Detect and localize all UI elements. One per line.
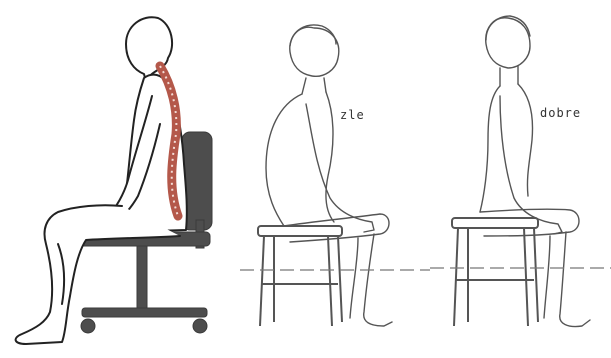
- upright-figure: [430, 0, 611, 358]
- slouched-figure: [240, 0, 430, 358]
- stool-seat: [452, 218, 538, 228]
- stool-leg: [524, 228, 528, 326]
- head-outline: [486, 18, 530, 68]
- stool-leg: [338, 236, 342, 322]
- stool-leg: [260, 236, 264, 326]
- chair-base: [82, 308, 207, 317]
- good-label: dobre: [540, 106, 581, 120]
- office-chair-illustration: [0, 0, 240, 358]
- calf-outline: [544, 236, 550, 318]
- back-outline: [480, 86, 500, 212]
- head-outline: [290, 27, 339, 76]
- neck-outline: [302, 78, 326, 94]
- stool-leg: [454, 228, 458, 326]
- stool-leg: [534, 228, 538, 322]
- arm-outline: [306, 104, 374, 232]
- calf-outline: [350, 238, 358, 318]
- leg-outline: [16, 205, 180, 344]
- thigh-outline: [480, 209, 579, 236]
- stool-leg: [328, 236, 332, 326]
- bad-label: zle: [340, 108, 365, 122]
- chair-caster-left: [81, 319, 95, 333]
- good-posture-sketch: dobre: [430, 0, 611, 358]
- stool-seat: [258, 226, 342, 236]
- chest-outline: [518, 84, 532, 196]
- back-outline: [266, 94, 302, 226]
- neck-outline: [500, 66, 518, 86]
- lower-leg-outline: [560, 232, 590, 327]
- chair-caster-right: [193, 319, 207, 333]
- lower-leg-outline: [364, 234, 392, 326]
- seated-figure-with-spine: [0, 0, 240, 358]
- chair-post: [137, 246, 147, 308]
- hair-outline: [486, 16, 530, 40]
- bad-posture-sketch: zle: [240, 0, 430, 358]
- stool: [452, 218, 538, 326]
